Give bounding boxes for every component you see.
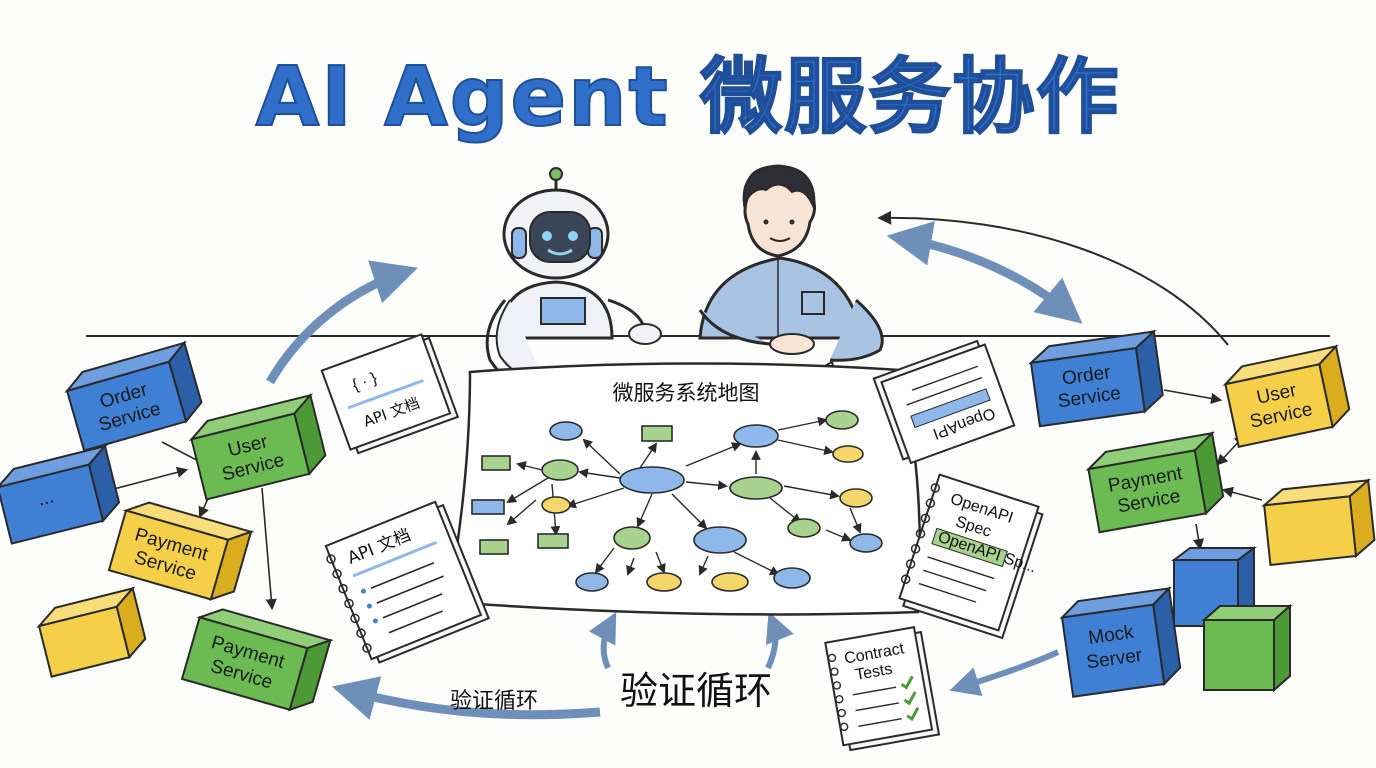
right-order-service: Order Service [1027, 329, 1164, 428]
contract-tests-notebook: Contract Tests [824, 626, 941, 752]
curved-arrow-bottom-left [331, 676, 601, 720]
curved-arrow-left-top [266, 260, 418, 385]
left-payment-service-green: Payment Service [180, 608, 334, 712]
openapi-doc-top: OpenAPI [872, 339, 1016, 465]
left-order-service: Order Service [64, 340, 203, 452]
right-payment-service: Payment Service [1085, 431, 1225, 534]
right-user-service: User Service [1222, 344, 1351, 449]
left-empty-yellow-box [36, 586, 147, 678]
openapi-spec-notebook: OpenAPI Spec OpenAPI Sp... [898, 473, 1044, 640]
human-engineer [698, 164, 884, 404]
validation-loop-label: 验证循环 [620, 669, 772, 713]
right-empty-yellow-box [1261, 478, 1376, 567]
api-doc-top: { · } API 文档 [320, 333, 460, 455]
left-more-services: ... [0, 444, 121, 545]
svg-text:...: ... [36, 486, 56, 510]
validation-loop-small-label: 验证循环 [450, 689, 538, 714]
right-mock-server: Mock Server [1059, 586, 1182, 698]
loop-arrow-up-left [588, 612, 617, 670]
left-payment-service-yellow: Payment Service [107, 501, 255, 601]
curved-arrow-right-top [886, 221, 1083, 324]
right-empty-green-box [1201, 603, 1293, 693]
page-title: AI Agent 微服务协作 [255, 49, 1121, 146]
api-doc-notebook: API 文档 [324, 500, 491, 664]
map-title: 微服务系统地图 [613, 381, 760, 405]
system-map-graph [471, 410, 883, 592]
loop-arrow-up-right [765, 611, 794, 670]
arrow-mock-to-tests [949, 649, 1060, 697]
svg-text:Tests: Tests [854, 661, 894, 684]
left-user-service: User Service [188, 393, 327, 501]
curved-arrow-right-top-outer [877, 210, 1229, 346]
